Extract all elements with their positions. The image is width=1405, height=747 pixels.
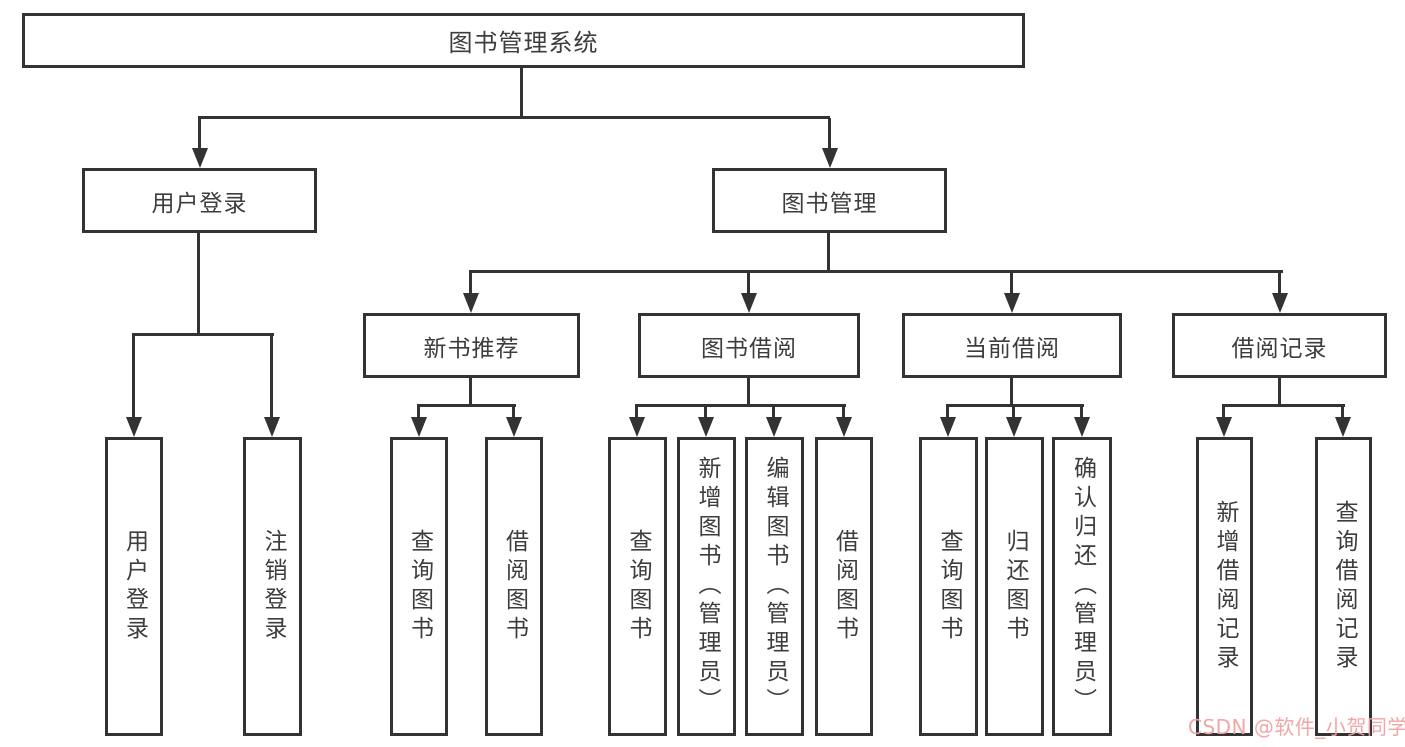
- connector-line: [417, 404, 516, 407]
- connector-arrow: [741, 272, 757, 313]
- connector-arrow: [192, 118, 208, 168]
- connector-arrow: [1004, 272, 1020, 313]
- connector-arrow: [1006, 406, 1022, 437]
- connector-line: [1010, 378, 1013, 407]
- connector-arrow: [506, 406, 522, 437]
- connector-line: [1222, 404, 1345, 407]
- connector-line: [520, 68, 523, 119]
- connector-line: [946, 404, 1084, 407]
- connector-arrow: [766, 406, 782, 437]
- leaf-add-borrow-record: 新增借阅记录: [1196, 437, 1253, 736]
- leaf-confirm-return-admin: 确认归还（管理员）: [1052, 437, 1112, 736]
- connector-arrow: [463, 272, 479, 313]
- connector-arrow: [698, 406, 714, 437]
- connector-arrow: [126, 335, 142, 437]
- connector-arrow: [822, 118, 838, 168]
- node-library-system: 图书管理系统: [22, 13, 1025, 68]
- connector-arrow: [411, 406, 427, 437]
- node-borrowing-records: 借阅记录: [1172, 313, 1387, 378]
- connector-line: [747, 378, 750, 407]
- leaf-borrow-books: 借阅图书: [815, 437, 873, 736]
- connector-line: [198, 116, 830, 119]
- leaf-query-borrow-record: 查询借阅记录: [1315, 437, 1372, 736]
- node-new-book-recommendation: 新书推荐: [363, 313, 580, 378]
- connector-line: [827, 233, 830, 273]
- node-book-management: 图书管理: [712, 168, 947, 233]
- leaf-user-login: 用户登录: [105, 437, 163, 736]
- connector-arrow: [1272, 272, 1288, 313]
- connector-line: [1278, 378, 1281, 407]
- connector-arrow: [1335, 406, 1351, 437]
- connector-arrow: [264, 335, 280, 437]
- leaf-logout: 注销登录: [243, 437, 302, 736]
- connector-line: [635, 404, 846, 407]
- leaf-query-books-borrowing: 查询图书: [608, 437, 667, 736]
- leaf-add-books-admin: 新增图书（管理员）: [677, 437, 736, 736]
- leaf-query-books-recommend: 查询图书: [390, 437, 448, 736]
- node-current-borrowing: 当前借阅: [902, 313, 1122, 378]
- connector-line: [469, 270, 1283, 273]
- node-user-login: 用户登录: [82, 168, 317, 233]
- csdn-watermark: CSDN @软件_小贺同学: [1188, 715, 1405, 739]
- connector-arrow: [836, 406, 852, 437]
- leaf-query-books-current: 查询图书: [919, 437, 978, 736]
- leaf-borrow-books-recommend: 借阅图书: [485, 437, 543, 736]
- connector-arrow: [1074, 406, 1090, 437]
- connector-arrow: [940, 406, 956, 437]
- node-book-borrowing: 图书借阅: [638, 313, 860, 378]
- connector-arrow: [629, 406, 645, 437]
- connector-line: [469, 378, 472, 407]
- connector-arrow: [1216, 406, 1232, 437]
- leaf-return-books: 归还图书: [985, 437, 1044, 736]
- connector-line: [197, 233, 200, 336]
- connector-line: [132, 333, 274, 336]
- leaf-edit-books-admin: 编辑图书（管理员）: [745, 437, 804, 736]
